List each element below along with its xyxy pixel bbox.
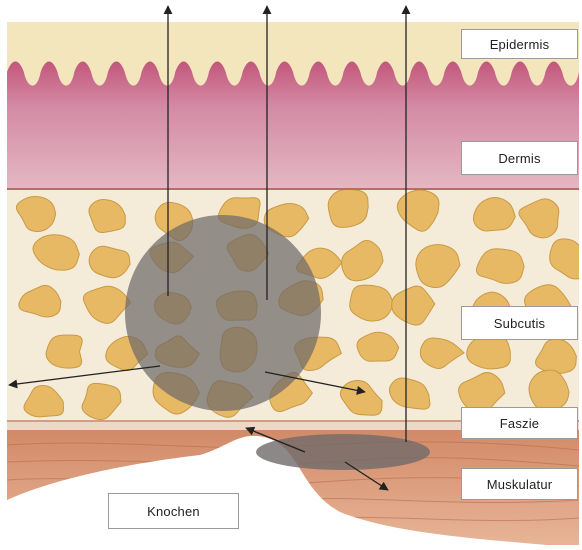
label-epidermis: Epidermis (461, 29, 578, 59)
label-faszie: Faszie (461, 407, 578, 439)
fat-lobule (350, 285, 394, 321)
label-knochen: Knochen (108, 493, 239, 529)
lesion-subcutis (125, 215, 321, 411)
label-subcutis: Subcutis (461, 306, 578, 340)
label-muskulatur: Muskulatur (461, 468, 578, 500)
label-dermis: Dermis (461, 141, 578, 175)
fat-lobule (328, 189, 368, 227)
fat-lobule (46, 335, 82, 368)
lesion-muscle (256, 434, 430, 470)
